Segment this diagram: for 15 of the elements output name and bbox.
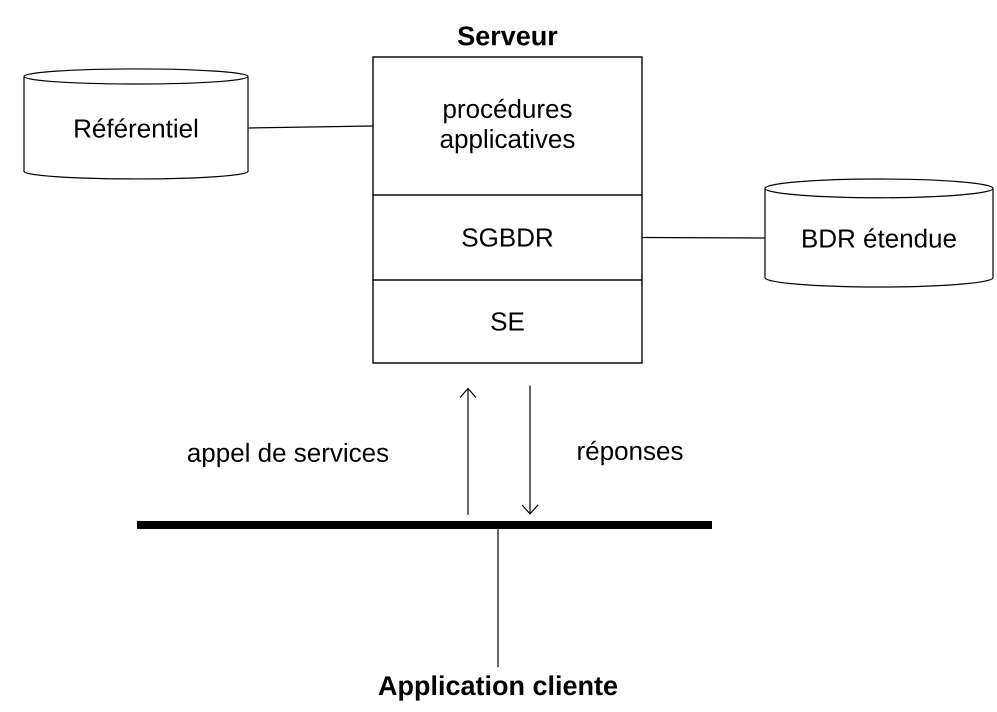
layer-box: SE <box>372 279 643 364</box>
edge-label: appel de services <box>184 440 392 470</box>
connector-line <box>497 529 499 668</box>
layer-box: SGBDR <box>372 194 643 281</box>
arrow <box>522 386 538 515</box>
node-heading: Serveur <box>458 26 558 46</box>
database-cylinder: BDR étendue <box>764 178 994 288</box>
database-cylinder: Référentiel <box>23 68 249 180</box>
network-bus <box>137 521 712 529</box>
layer-box: procédures applicatives <box>372 56 643 196</box>
connector-line <box>248 125 372 129</box>
connector-line <box>642 236 764 239</box>
edge-label: réponses <box>574 438 686 468</box>
node-label: Application cliente <box>378 675 618 701</box>
arrow <box>460 388 476 515</box>
